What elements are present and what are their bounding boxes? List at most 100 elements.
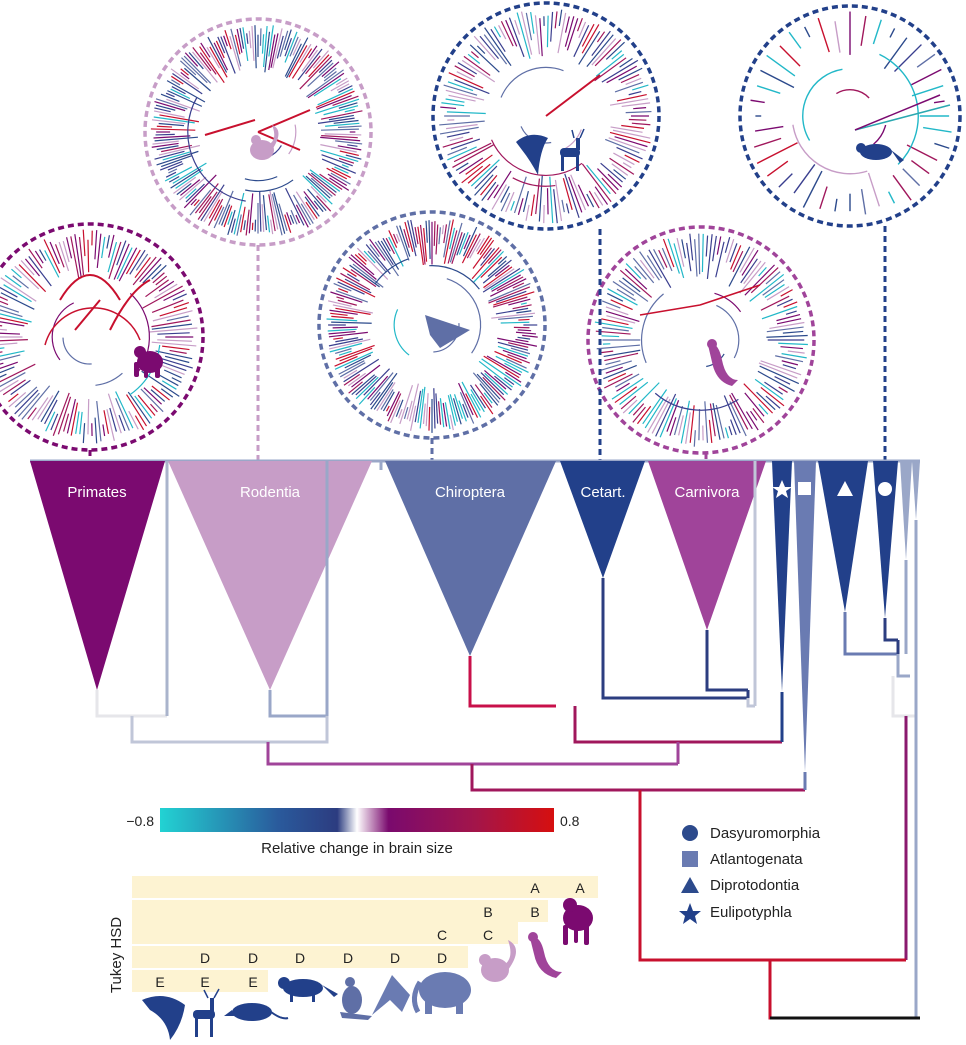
tree-branch <box>180 71 190 80</box>
clade-carnivora: Carnivora <box>648 461 766 630</box>
tree-branch <box>166 98 200 112</box>
tree-branch <box>447 230 458 264</box>
tree-branch <box>0 300 9 306</box>
tree-branch <box>760 360 802 376</box>
tree-branch <box>893 44 922 73</box>
tree-branch <box>107 241 118 273</box>
tree-branch <box>170 168 202 189</box>
tree-branch <box>266 215 271 233</box>
tree-branch <box>441 102 465 107</box>
tree-arc <box>95 372 123 386</box>
tree-branch <box>706 234 713 279</box>
tree-branch <box>606 315 636 324</box>
tree-branch <box>546 15 549 48</box>
tree-branch <box>557 12 567 54</box>
tukey-letter: D <box>437 950 447 966</box>
tree-branch <box>312 50 329 69</box>
tree-branch <box>332 326 358 329</box>
tree-branch <box>776 314 801 322</box>
tree-branch <box>390 400 401 424</box>
tree-branch <box>188 52 204 70</box>
tree-branch <box>425 220 428 243</box>
tree-branch <box>295 214 301 224</box>
tree-branch <box>14 386 38 408</box>
tree-branch <box>271 193 283 236</box>
tree-branch <box>335 337 359 343</box>
tree-branch <box>11 268 22 279</box>
tree-branch <box>328 330 356 335</box>
triangle-icon <box>837 481 853 496</box>
tree-branch <box>166 315 189 322</box>
tree-branch <box>321 61 340 78</box>
tree-branch <box>442 137 473 148</box>
tree-branch <box>494 350 522 364</box>
tree-branch <box>570 174 587 211</box>
tree-branch <box>605 310 640 322</box>
tree-branch <box>507 353 530 364</box>
tree-branch <box>329 177 350 191</box>
tree-branch <box>409 383 419 422</box>
tree-branch <box>284 43 302 77</box>
tree-branch <box>651 398 671 434</box>
tree-branch <box>328 338 364 347</box>
tree-branch <box>482 376 506 401</box>
tree-branch <box>516 310 532 314</box>
tree-branch <box>647 396 669 433</box>
tree-branch <box>329 338 371 350</box>
tree-branch <box>180 179 201 196</box>
tree-branch <box>603 364 637 380</box>
tree-branch <box>160 388 174 398</box>
tree-branch <box>163 369 182 379</box>
tree-branch <box>723 395 741 434</box>
tree-branch <box>500 186 510 203</box>
tree-arc <box>500 66 564 98</box>
tree-branch <box>369 391 381 406</box>
tree-branch <box>459 392 475 424</box>
tree-branch <box>388 230 398 248</box>
tree-branch <box>315 90 355 109</box>
tree-branch <box>82 423 86 444</box>
tree-branch <box>179 176 207 201</box>
tree-branch <box>448 94 476 102</box>
tree-branch <box>471 247 500 280</box>
tree-branch <box>472 372 500 403</box>
tree-branch <box>739 261 766 294</box>
tree-branch <box>749 273 785 302</box>
tukey-letter: E <box>200 974 209 990</box>
tree-branch <box>0 379 19 393</box>
clade-label-cetart: Cetart. <box>580 484 625 501</box>
tree-branch <box>618 67 643 81</box>
tree-branch <box>758 403 769 415</box>
tree-branch <box>613 169 627 180</box>
tree-branch <box>227 209 236 236</box>
tree-branch <box>481 358 522 387</box>
tree-branch <box>465 393 479 418</box>
tree-arc <box>714 292 742 313</box>
tukey-bar-B <box>132 900 548 922</box>
tree-branch <box>498 25 507 40</box>
tree-branch <box>134 415 145 431</box>
tree-branch <box>118 414 126 432</box>
tree-branch <box>586 164 611 195</box>
tree-branch <box>774 375 791 385</box>
tree-branch <box>757 370 795 392</box>
tree-branch <box>612 280 635 296</box>
tree-branch <box>512 282 525 289</box>
tree-branch <box>593 192 604 206</box>
tree-branch <box>446 111 486 115</box>
tree-branch <box>150 389 166 402</box>
tree-branch <box>335 344 375 360</box>
tree-branch <box>553 189 558 224</box>
tree-branch <box>290 209 298 225</box>
tree-branch <box>248 30 252 49</box>
tree-branch <box>525 204 530 221</box>
ferret-icon <box>528 932 562 978</box>
tree-branch <box>497 337 538 347</box>
tree-branch <box>352 263 384 288</box>
tree-branch <box>194 183 219 214</box>
circular-tree-cetartiodactyla <box>431 1 661 231</box>
tree-branch <box>156 125 173 128</box>
tree-branch <box>449 136 464 142</box>
tree-branch <box>268 25 274 57</box>
tree-branch <box>223 35 228 47</box>
